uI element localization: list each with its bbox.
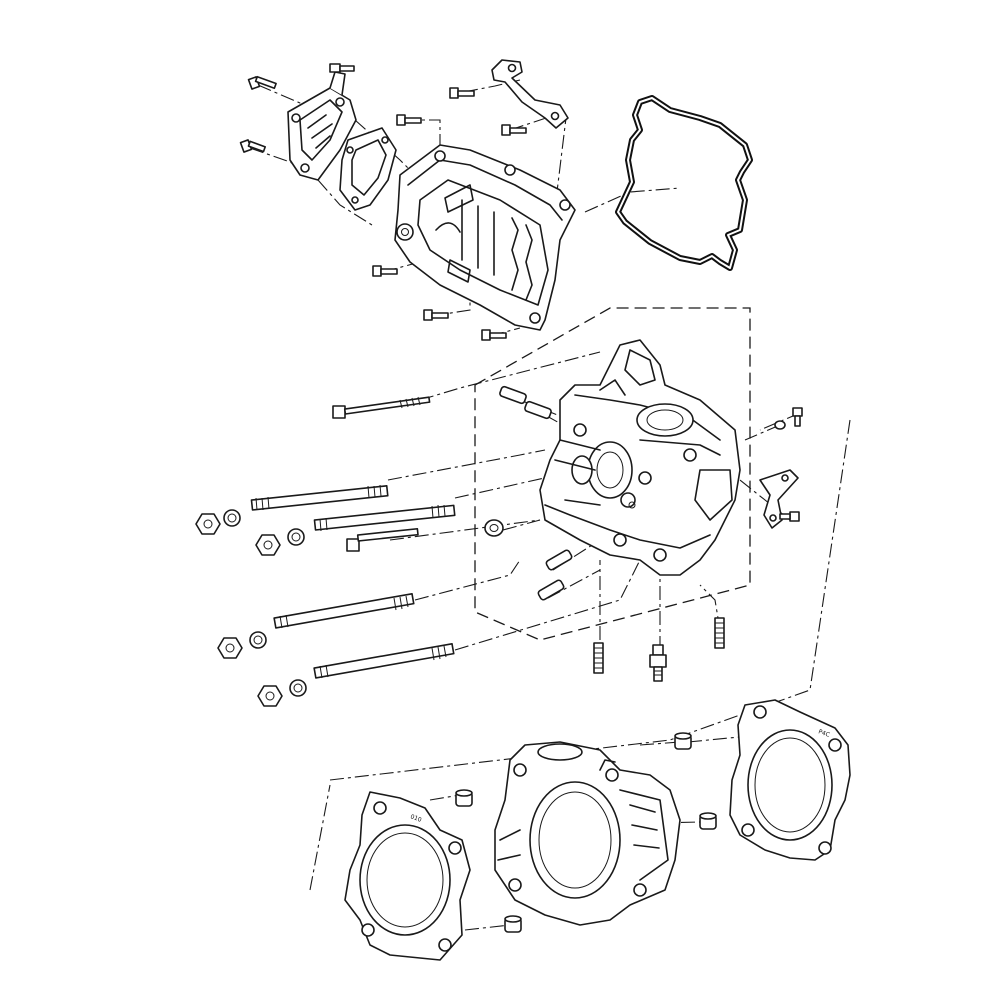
bolt-icon xyxy=(779,511,800,522)
breather-gasket xyxy=(339,127,397,211)
bolt-icon xyxy=(372,265,398,277)
bolt-icon xyxy=(396,114,422,126)
cover-bracket xyxy=(491,59,569,129)
nut-icon xyxy=(217,637,243,659)
nuts-and-washers xyxy=(195,509,307,707)
washer-icon xyxy=(289,679,307,697)
cylinder-base-gasket: 010 xyxy=(344,791,471,961)
bolt-icon xyxy=(423,309,449,321)
head-studs xyxy=(593,617,725,674)
stud-icon xyxy=(313,642,455,679)
cylinder-head-gasket: P4C xyxy=(729,699,851,861)
stud-icon xyxy=(273,592,415,629)
dowel-icon xyxy=(674,732,692,750)
head-cover-gasket xyxy=(615,95,753,271)
base-gasket-mark: 010 xyxy=(409,813,422,824)
head-bracket xyxy=(759,469,799,529)
spark-plug-icon xyxy=(649,644,667,682)
cylinder-block xyxy=(494,741,681,926)
nut-icon xyxy=(257,685,283,707)
bolt-icon xyxy=(329,63,355,73)
nut-icon xyxy=(195,513,221,535)
valve-guides xyxy=(484,385,573,601)
bolt-icon xyxy=(481,329,507,341)
bolt-icon xyxy=(332,396,431,419)
stud-icon xyxy=(250,484,389,511)
bolt-icon xyxy=(239,139,267,153)
dowel-icon xyxy=(699,812,717,830)
dowel-pins xyxy=(455,732,717,933)
dowel-icon xyxy=(504,915,522,933)
head-gasket-mark: P4C xyxy=(817,728,830,739)
stud-icon xyxy=(313,504,456,532)
bolt-icon xyxy=(792,407,803,427)
bolt-icon xyxy=(247,75,277,90)
washer-icon xyxy=(774,420,786,430)
bolt-icon xyxy=(501,124,527,136)
bolt-icon xyxy=(346,527,419,552)
breather-cover-plate xyxy=(287,71,357,181)
washer-icon xyxy=(249,631,267,649)
washer-icon xyxy=(287,528,305,546)
cylinder-head-cover xyxy=(394,144,576,331)
bolt-icon xyxy=(449,87,475,99)
head-bolts xyxy=(250,396,456,679)
cylinder-head xyxy=(539,339,741,576)
washer-icon xyxy=(223,509,241,527)
nut-icon xyxy=(255,534,281,556)
dowel-icon xyxy=(455,789,473,807)
cylinder-head-group-outline xyxy=(474,307,751,641)
bolt-set-top xyxy=(239,63,527,341)
